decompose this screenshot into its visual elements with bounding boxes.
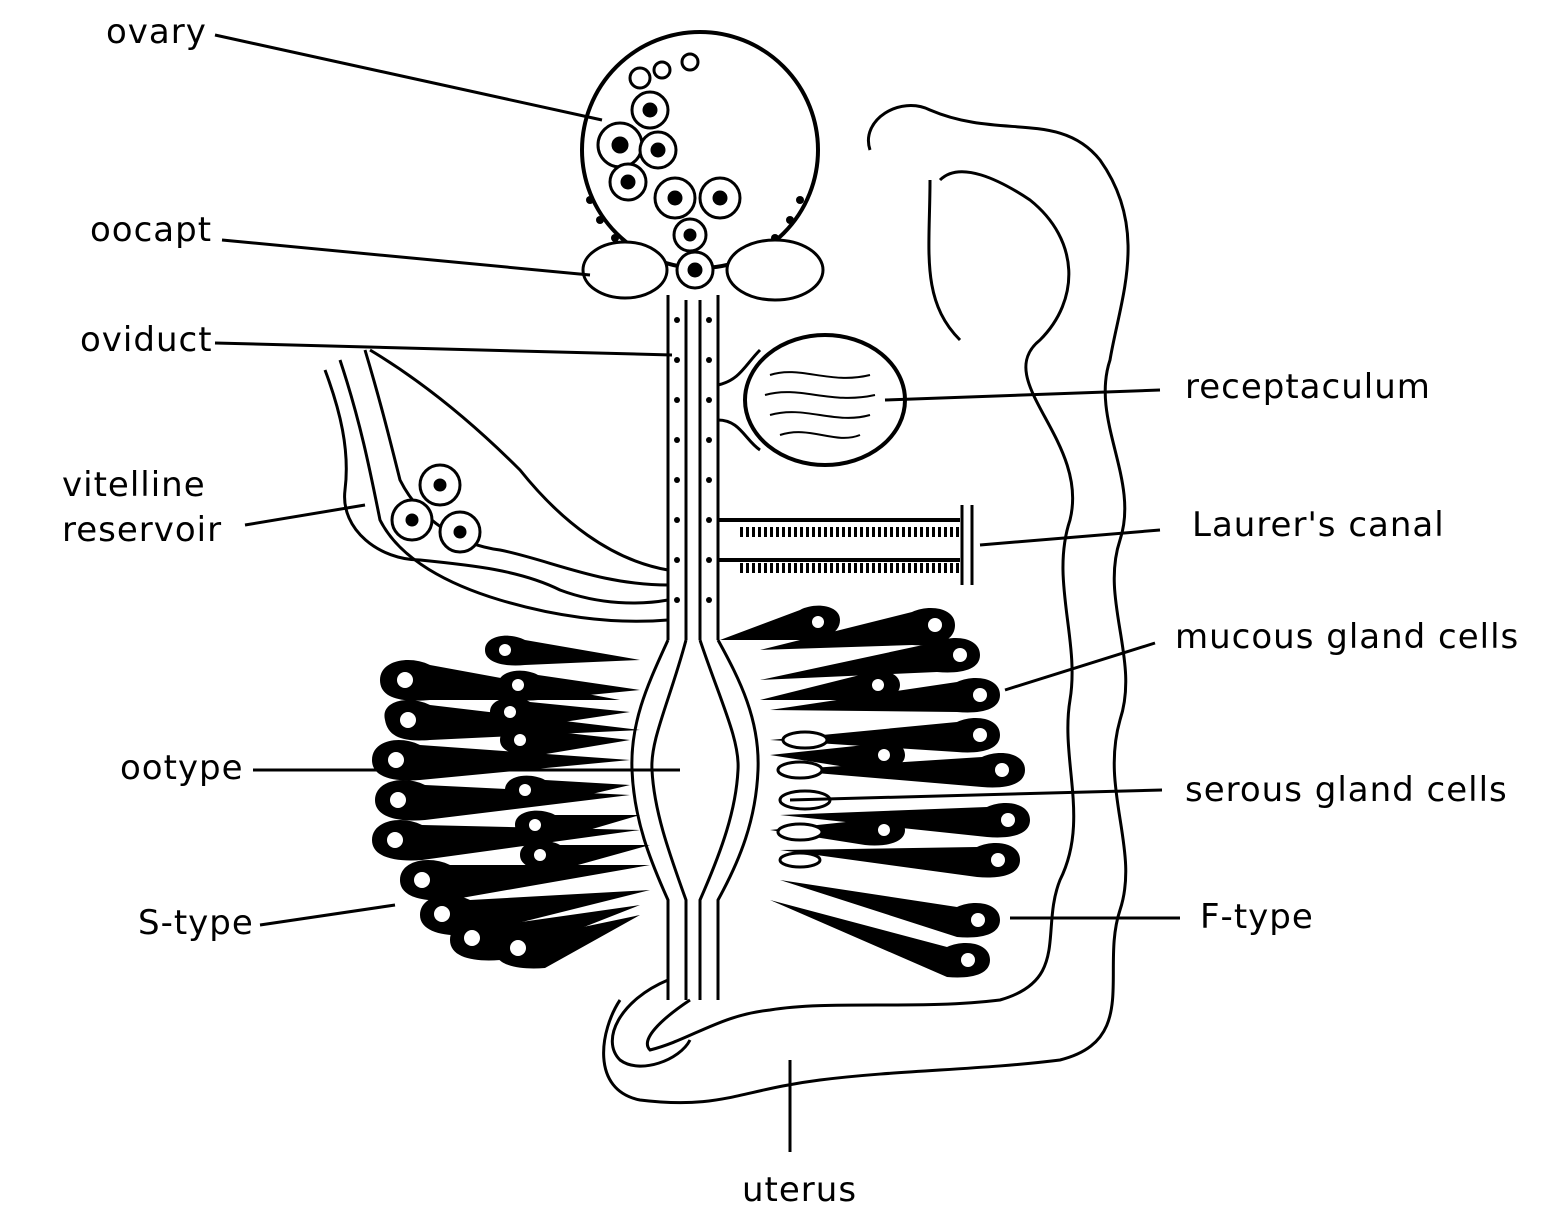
s-type-gland-cells [372,636,650,969]
label-s-type: S-type [138,903,254,943]
label-ootype: ootype [120,748,244,788]
leader-ovary [215,35,602,120]
label-uterus: uterus [742,1170,857,1210]
label-ovary: ovary [106,12,207,52]
oocapt-left [583,242,667,298]
uterus-fold [929,180,960,340]
label-f-type: F-type [1200,897,1314,937]
label-vitelline: vitelline [62,465,206,505]
receptaculum-body [745,335,905,465]
label-serous-gland-cells: serous gland cells [1185,770,1508,810]
uterus-inner [647,172,1073,1050]
oocapt-right [727,240,823,300]
ootype-bulb-base [612,980,690,1066]
label-laurers-canal: Laurer's canal [1192,505,1445,545]
label-reservoir: reservoir [62,510,222,550]
vitelline-cells [392,465,480,552]
f-type-gland-cells [720,606,1030,978]
oviduct-duct [668,295,718,640]
leader-oocapt [222,240,590,275]
laurers-canal [718,505,972,585]
label-mucous-gland-cells: mucous gland cells [1175,617,1519,657]
leader-s-type [260,905,395,925]
leader-laurers [980,530,1160,545]
label-oocapt: oocapt [90,210,212,250]
leader-mucous [1005,643,1155,690]
leader-oviduct [215,343,672,355]
vitelline-duct [325,350,668,621]
ootype-walls [632,640,758,1000]
label-receptaculum: receptaculum [1185,367,1431,407]
label-oviduct: oviduct [80,320,213,360]
leader-receptaculum [885,390,1160,400]
leader-serous [790,790,1162,800]
oviduct-cells [674,317,712,603]
